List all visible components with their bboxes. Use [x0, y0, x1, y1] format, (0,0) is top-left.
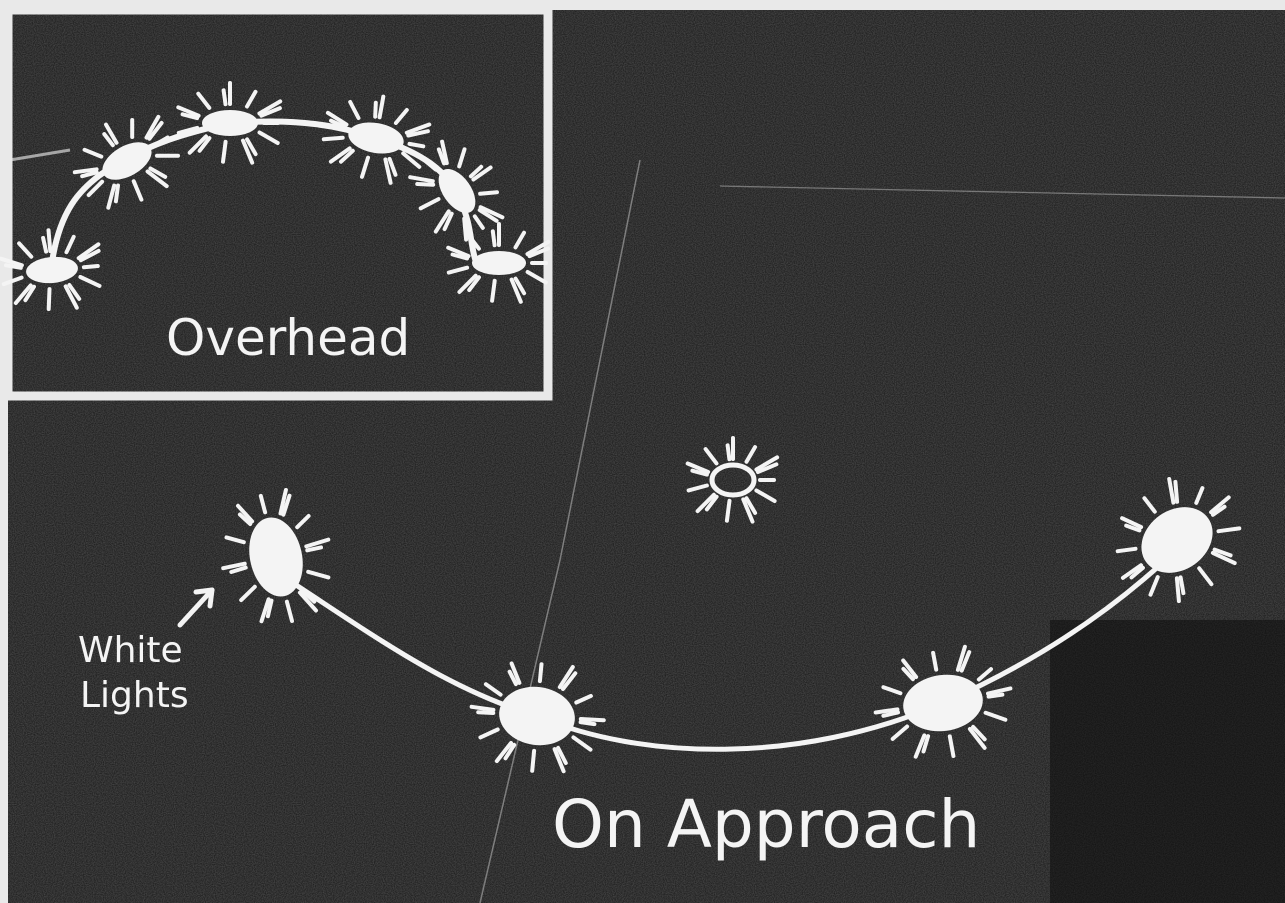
light-ray	[1181, 577, 1184, 593]
light-ray	[49, 289, 50, 309]
light-ray	[581, 719, 604, 720]
light-ray	[1175, 482, 1177, 502]
light-ray	[540, 664, 542, 681]
shadow-corner	[1050, 620, 1285, 903]
callout-line2: Lights	[80, 675, 189, 716]
overhead-label: Overhead	[166, 309, 410, 367]
light-ray	[727, 501, 730, 521]
light-ray	[1219, 528, 1240, 531]
light-ray	[307, 547, 321, 550]
light-ray	[410, 144, 424, 146]
light-ray	[532, 751, 534, 771]
light-ray	[49, 230, 51, 251]
light-ray	[464, 219, 466, 240]
light-ray	[417, 184, 433, 185]
light-ray	[478, 712, 493, 713]
light-ray	[581, 722, 595, 724]
light-ray	[492, 281, 495, 301]
light-ray	[116, 186, 118, 202]
light-body	[202, 110, 258, 136]
light-ray	[728, 445, 730, 459]
light-ray	[84, 266, 98, 267]
light-ray	[324, 138, 343, 140]
light-ray	[1118, 549, 1136, 551]
light-ray	[375, 103, 376, 117]
light-body	[472, 251, 526, 275]
light-ray	[493, 231, 495, 245]
light-ray	[480, 192, 497, 194]
light-ray	[223, 142, 226, 162]
light-ray	[1177, 578, 1179, 601]
light-ray	[224, 90, 226, 104]
callout-line1: White	[78, 630, 183, 671]
approach-label: On Approach	[552, 786, 980, 863]
